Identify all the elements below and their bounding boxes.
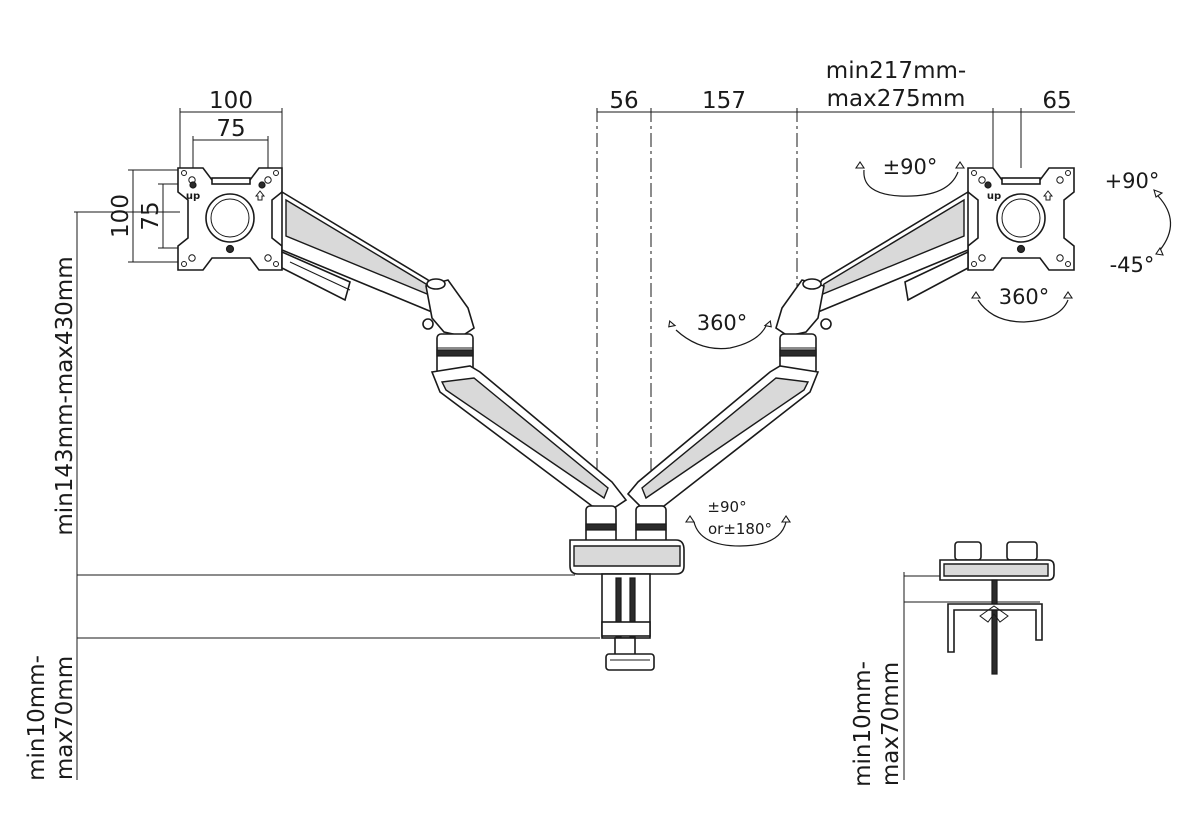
base-rotation-line1: ±90° bbox=[707, 498, 746, 516]
left-lower-arm bbox=[430, 365, 628, 509]
reach-label-line1: min217mm- bbox=[826, 58, 966, 84]
tilt-down-label: -45° bbox=[1110, 253, 1155, 277]
clamp-left-label-line1: min10mm- bbox=[24, 655, 50, 781]
dim-157-label: 157 bbox=[702, 88, 746, 114]
dim-65-label: 65 bbox=[1042, 88, 1071, 114]
centre-lines bbox=[596, 108, 798, 478]
left-vesa-plate bbox=[177, 167, 283, 271]
base-and-poles bbox=[569, 505, 685, 671]
vesa-height-outer-label: 100 bbox=[108, 194, 134, 238]
reach-label-line2: max275mm bbox=[827, 86, 966, 112]
height-dimension bbox=[74, 211, 600, 780]
up-arrow-icon bbox=[1042, 190, 1054, 201]
vesa-width-inner-label: 75 bbox=[216, 116, 245, 142]
right-lower-arm bbox=[626, 365, 820, 507]
height-range-label: min143mm-max430mm bbox=[52, 256, 78, 535]
clamp-right-label-line2: max70mm bbox=[878, 662, 904, 786]
right-upper-arm bbox=[775, 190, 969, 375]
base-rotation-line2: or±180° bbox=[708, 520, 772, 538]
left-vesa-up-label: up bbox=[186, 191, 200, 202]
vesa-width-outer-label: 100 bbox=[209, 88, 253, 114]
right-vesa-plate bbox=[967, 167, 1075, 271]
rotation-arrows bbox=[668, 161, 1172, 547]
arm-swivel-label: 360° bbox=[697, 311, 748, 335]
dim-56-label: 56 bbox=[609, 88, 638, 114]
top-dimension-lines bbox=[128, 108, 1075, 263]
vesa-height-inner-label: 75 bbox=[138, 201, 164, 230]
clamp-right-label-line1: min10mm- bbox=[850, 661, 876, 787]
clamp-left-label-line2: max70mm bbox=[52, 656, 78, 780]
head-rotate-label: 360° bbox=[999, 285, 1050, 309]
head-tilt-label: ±90° bbox=[883, 155, 938, 179]
clamp-detail bbox=[903, 541, 1055, 780]
tilt-up-label: +90° bbox=[1105, 169, 1160, 193]
left-upper-arm bbox=[281, 190, 475, 375]
right-vesa-up-label: up bbox=[987, 191, 1001, 202]
up-arrow-icon bbox=[254, 190, 266, 201]
